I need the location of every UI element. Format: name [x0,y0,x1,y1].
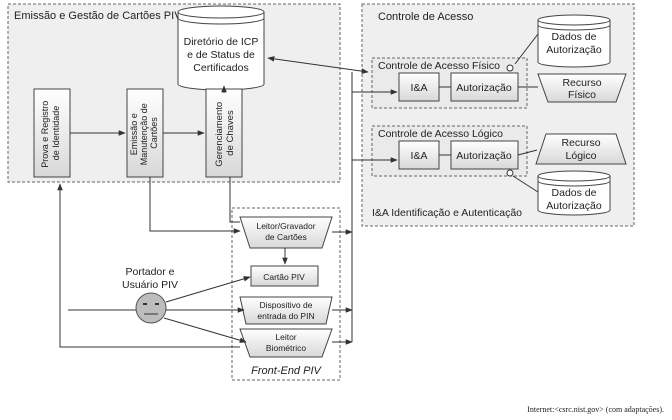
emissao-manut-line-3: Cartões [149,117,159,149]
leitor-gravador: Leitor/Gravador de Cartões [239,216,333,249]
emissao-manutencao-box: Emissão e Manutenção de Cartões [126,88,164,178]
svg-text:Autorização: Autorização [456,82,512,94]
svg-text:Recurso: Recurso [562,77,601,89]
svg-text:Físico: Físico [568,89,596,101]
svg-text:Cartão PIV: Cartão PIV [263,272,305,282]
gerenciamento-line-2: de Chaves [225,110,236,156]
svg-text:entrada do PIN: entrada do PIN [257,311,314,321]
emissao-manut-line-1: Emissão e [129,113,139,155]
gerenciamento-line-1: Gerenciamento [214,102,225,167]
emissao-manut-line-2: Manutenção de [139,103,149,165]
prova-box: Prova e Registro de Identidade [33,88,71,178]
svg-text:Dados de: Dados de [552,31,597,43]
svg-text:Leitor/Gravador: Leitor/Gravador [256,221,315,231]
controle-logico-group: Controle de Acesso Lógico I&A Autorizaçã… [371,125,528,177]
svg-text:Leitor: Leitor [275,332,296,342]
diretorio-line-1: Diretório de ICP [184,36,259,48]
emissao-title: Emissão e Gestão de Cartões PIV [14,10,182,22]
svg-text:Emissão e Manutenção de: Emissão e Manutenção de Cartões [129,101,159,166]
svg-text:Controle de Acesso Lógico: Controle de Acesso Lógico [378,128,503,140]
leitor-biometrico: Leitor Biométrico [239,328,333,358]
svg-text:Prova e Registro de Iden: Prova e Registro de Identidade [40,98,61,168]
dados-top-database: Dados de Autorização [537,14,611,68]
portador-line-2: Usuário PIV [122,279,178,291]
svg-text:Autorização: Autorização [546,200,602,212]
svg-text:Biométrico: Biométrico [266,343,306,353]
portador-line-1: Portador e [125,266,174,278]
prova-line-1: Prova e Registro [40,101,50,168]
gerenciamento-box: Gerenciamento de Chaves [205,88,243,178]
svg-text:I&A: I&A [411,150,428,162]
diretorio-line-2: e de Status de [187,49,255,61]
frontend-title: Front-End PIV [251,365,322,377]
recurso-logico: Recurso Lógico [535,133,627,165]
cartao-piv: Cartão PIV [250,265,319,287]
prova-line-2: de Identidade [51,106,61,161]
dados-bottom-database: Dados de Autorização [537,170,611,216]
controle-title: Controle de Acesso [378,11,473,23]
svg-text:Autorização: Autorização [546,44,602,56]
ia-legend: I&A Identificação e Autenticação [372,207,522,219]
user-face-icon [135,292,167,324]
svg-text:Lógico: Lógico [566,150,597,162]
source-note: Internet:<csrc.nist.gov> (com adaptações… [527,405,664,414]
svg-text:I&A: I&A [411,82,428,94]
svg-text:de Cartões: de Cartões [265,232,307,242]
svg-text:Recurso: Recurso [561,137,600,149]
svg-text:Dispositivo de: Dispositivo de [260,300,313,310]
svg-text:Autorização: Autorização [456,150,512,162]
svg-text:Gerenciamento de Chaves: Gerenciamento de Chaves [214,99,236,167]
diretorio-database: Diretório de ICP e de Status de Certific… [177,5,265,91]
controle-fisico-group: Controle de Acesso Físico I&A Autorizaçã… [371,57,528,109]
svg-text:Dados de: Dados de [552,187,597,199]
dispositivo-pin: Dispositivo de entrada do PIN [239,296,333,325]
diretorio-line-3: Certificados [193,62,248,74]
svg-text:Controle de Acesso Físico: Controle de Acesso Físico [378,60,500,72]
recurso-fisico: Recurso Físico [537,73,627,103]
